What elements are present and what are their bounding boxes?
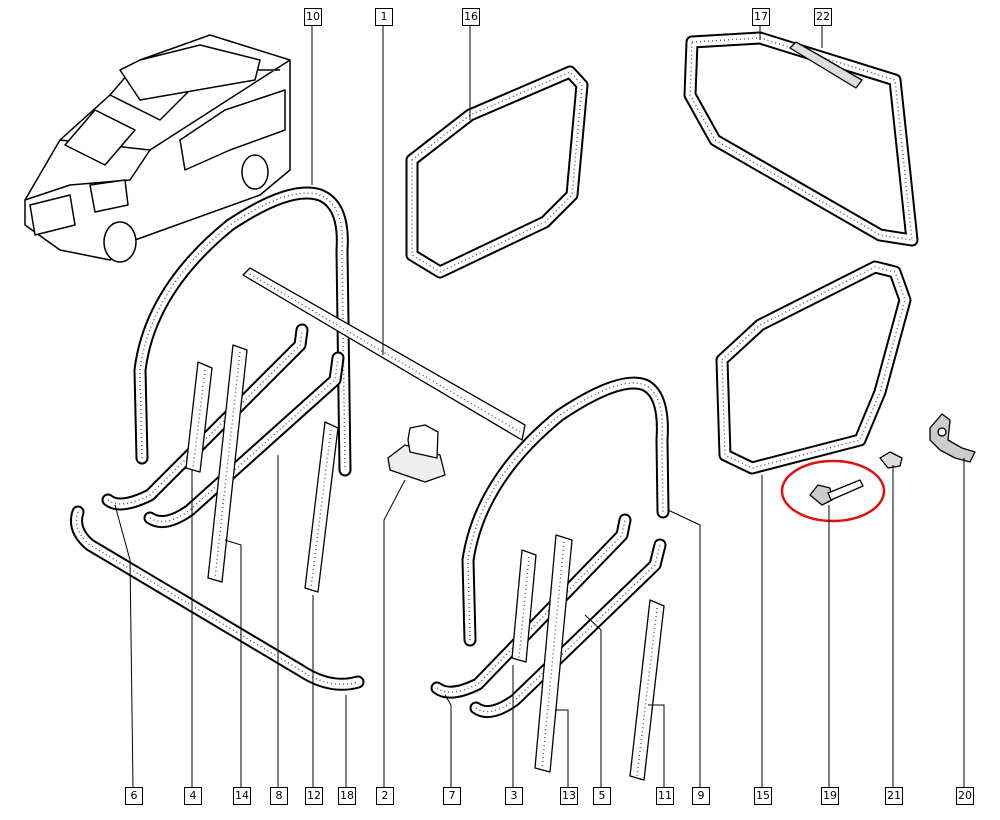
callout-6[interactable]: 6 <box>125 787 143 805</box>
callout-20[interactable]: 20 <box>956 787 974 805</box>
part-20-clip[interactable] <box>929 413 976 463</box>
part-1-roof-strip[interactable] <box>242 267 526 441</box>
part-15-window-seal[interactable] <box>715 260 912 475</box>
part-12-pillar-strip[interactable] <box>304 421 339 593</box>
part-13-pillar-strip[interactable] <box>534 534 573 773</box>
van-illustration <box>24 34 291 263</box>
part-10-door-seal-left[interactable] <box>133 186 352 477</box>
callout-17[interactable]: 17 <box>752 8 770 26</box>
part-2-clip[interactable] <box>387 424 446 483</box>
callout-22[interactable]: 22 <box>814 8 832 26</box>
callout-9[interactable]: 9 <box>692 787 710 805</box>
callout-14[interactable]: 14 <box>233 787 251 805</box>
callout-13[interactable]: 13 <box>560 787 578 805</box>
callout-1[interactable]: 1 <box>375 8 393 26</box>
highlight-circle <box>780 459 886 523</box>
callout-2[interactable]: 2 <box>376 787 394 805</box>
part-4-pillar-strip[interactable] <box>185 361 213 473</box>
callout-7[interactable]: 7 <box>443 787 461 805</box>
callout-18[interactable]: 18 <box>338 787 356 805</box>
callout-15[interactable]: 15 <box>754 787 772 805</box>
callout-5[interactable]: 5 <box>593 787 611 805</box>
part-14-pillar-strip[interactable] <box>207 344 248 583</box>
part-19-fastener[interactable] <box>809 479 864 506</box>
callout-10[interactable]: 10 <box>304 8 322 26</box>
part-7-sill-seal[interactable] <box>430 513 632 699</box>
callout-16[interactable]: 16 <box>462 8 480 26</box>
callout-3[interactable]: 3 <box>505 787 523 805</box>
part-5-sill-seal[interactable] <box>469 538 667 719</box>
callout-12[interactable]: 12 <box>305 787 323 805</box>
part-11-pillar-strip[interactable] <box>629 599 665 781</box>
callout-4[interactable]: 4 <box>184 787 202 805</box>
part-16-window-seal[interactable] <box>405 65 589 279</box>
part-17-window-seal[interactable] <box>683 31 919 247</box>
part-6-sill-seal[interactable] <box>101 323 309 511</box>
part-21-block[interactable] <box>879 451 903 469</box>
part-8-sill-seal[interactable] <box>143 351 345 529</box>
part-22-strip[interactable] <box>789 41 863 89</box>
part-3-pillar-strip[interactable] <box>511 549 537 663</box>
callout-8[interactable]: 8 <box>270 787 288 805</box>
callout-11[interactable]: 11 <box>656 787 674 805</box>
part-18-lower-seal[interactable] <box>70 505 365 691</box>
callout-21[interactable]: 21 <box>885 787 903 805</box>
leader-lines <box>114 25 965 788</box>
callout-19[interactable]: 19 <box>821 787 839 805</box>
part-9-door-seal-right[interactable] <box>461 376 670 647</box>
